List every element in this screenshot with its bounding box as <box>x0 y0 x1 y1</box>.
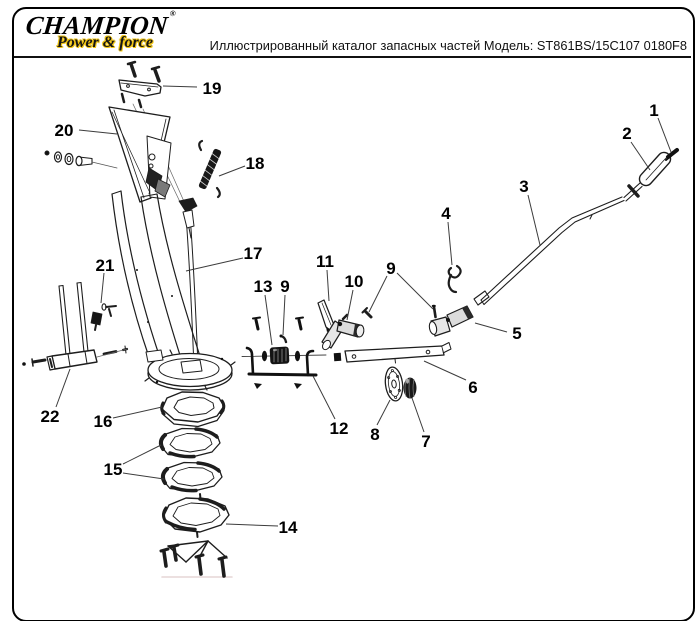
callout-17: 17 <box>244 244 263 263</box>
leader-line <box>411 397 425 433</box>
callout-9: 9 <box>280 277 289 296</box>
leader-line <box>122 472 165 480</box>
leader-line <box>225 523 279 527</box>
leader-line <box>527 194 541 246</box>
part-grip-2 <box>638 151 672 187</box>
catalog-title: Иллюстрированный каталог запасных частей… <box>209 38 687 53</box>
callout-3: 3 <box>519 177 528 196</box>
part-handle-panel-20 <box>108 106 172 203</box>
part-handle-tubes-17 <box>111 190 205 372</box>
callout-7: 7 <box>421 432 430 451</box>
header-divider <box>14 56 691 58</box>
leader-line <box>376 399 391 426</box>
part-joint-10 <box>321 313 365 351</box>
part-disc-8 <box>384 366 404 402</box>
part-ring-16 <box>160 391 226 428</box>
callout-18: 18 <box>246 154 265 173</box>
part-bolts-21 <box>90 303 117 331</box>
callout-15: 15 <box>104 460 123 479</box>
part-pin-9-left <box>279 334 288 344</box>
leader-line <box>162 85 198 88</box>
part-cam-bracket-12 <box>241 316 327 389</box>
part-gaskets-15 <box>158 427 223 493</box>
callout-14: 14 <box>279 518 298 537</box>
part-crank-rod-3 <box>480 182 643 306</box>
callout-4: 4 <box>441 204 451 223</box>
leader-line <box>368 275 388 313</box>
callout-20: 20 <box>55 121 74 140</box>
part-ring-14 <box>162 493 230 538</box>
part-bolt-9-right <box>361 307 373 319</box>
leader-line <box>282 294 286 336</box>
part-pin-9-far <box>431 304 437 319</box>
callout-21: 21 <box>96 256 115 275</box>
leader-line <box>326 269 330 302</box>
brand-tagline: Power & force <box>57 34 153 51</box>
callout-19: 19 <box>203 79 222 98</box>
leader-line <box>185 257 244 272</box>
part-base-plate <box>144 349 236 391</box>
leader-line <box>112 406 163 419</box>
part-lower-bracket <box>159 540 233 578</box>
part-bar-6 <box>333 342 452 364</box>
leader-line <box>100 272 105 304</box>
callout-6: 6 <box>468 378 477 397</box>
callout-11: 11 <box>316 252 334 271</box>
callout-22: 22 <box>41 407 60 426</box>
leader-line <box>657 117 672 153</box>
leader-line <box>447 221 453 266</box>
part-rods-22 <box>22 281 129 371</box>
part-spring-18 <box>198 139 222 199</box>
part-joint-5 <box>428 290 490 337</box>
callout-16: 16 <box>94 412 113 431</box>
leader-line <box>264 294 273 346</box>
callout-12: 12 <box>330 419 349 438</box>
leader-line <box>312 375 336 420</box>
part-bolt-1 <box>665 148 679 161</box>
callout-5: 5 <box>512 324 521 343</box>
callout-2: 2 <box>622 124 631 143</box>
callout-13: 13 <box>254 277 273 296</box>
leader-line <box>78 129 118 135</box>
part-knob-7 <box>403 377 417 399</box>
leader-line <box>122 444 162 465</box>
leader-line <box>423 360 467 381</box>
leader-line <box>218 165 246 177</box>
callout-9: 9 <box>386 259 395 278</box>
leader-line <box>630 141 651 171</box>
callout-1: 1 <box>649 101 658 120</box>
part-cotter-pin-4 <box>447 264 462 294</box>
part-roller-13 <box>269 346 290 365</box>
leader-line <box>396 272 434 310</box>
part-panel-fasteners <box>44 150 118 169</box>
leader-line <box>346 289 354 321</box>
callout-8: 8 <box>370 425 379 444</box>
leader-line <box>474 322 508 333</box>
leader-line <box>55 368 71 408</box>
callout-10: 10 <box>345 272 364 291</box>
